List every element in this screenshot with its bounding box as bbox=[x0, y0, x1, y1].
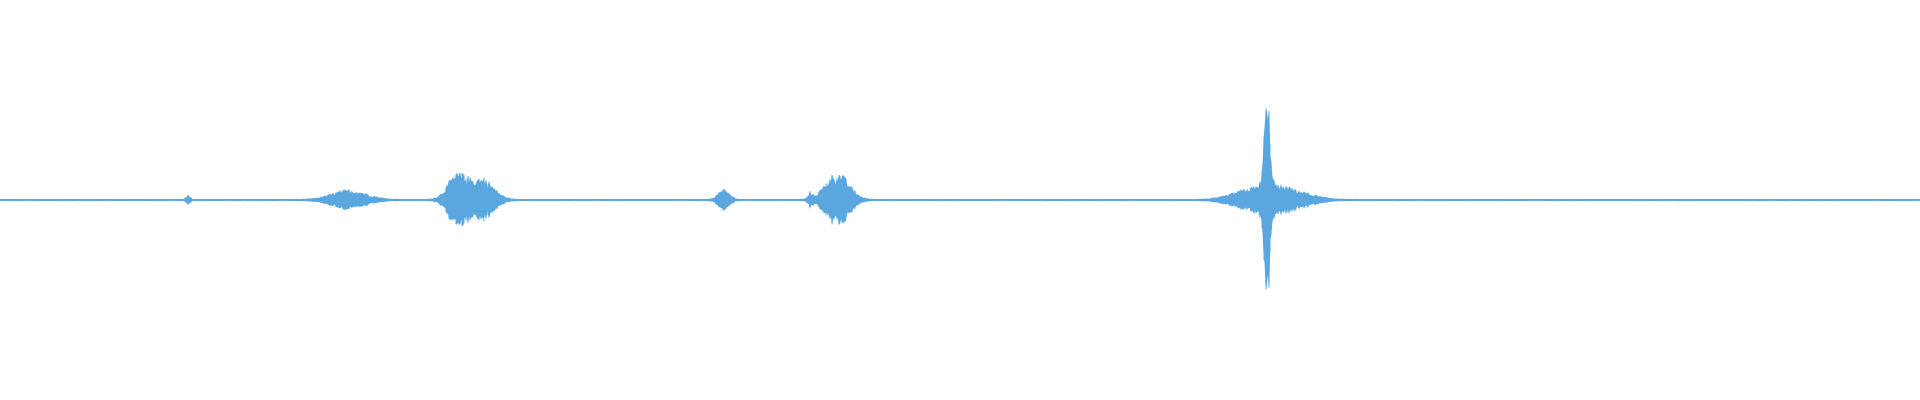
waveform-trace bbox=[0, 108, 1920, 290]
